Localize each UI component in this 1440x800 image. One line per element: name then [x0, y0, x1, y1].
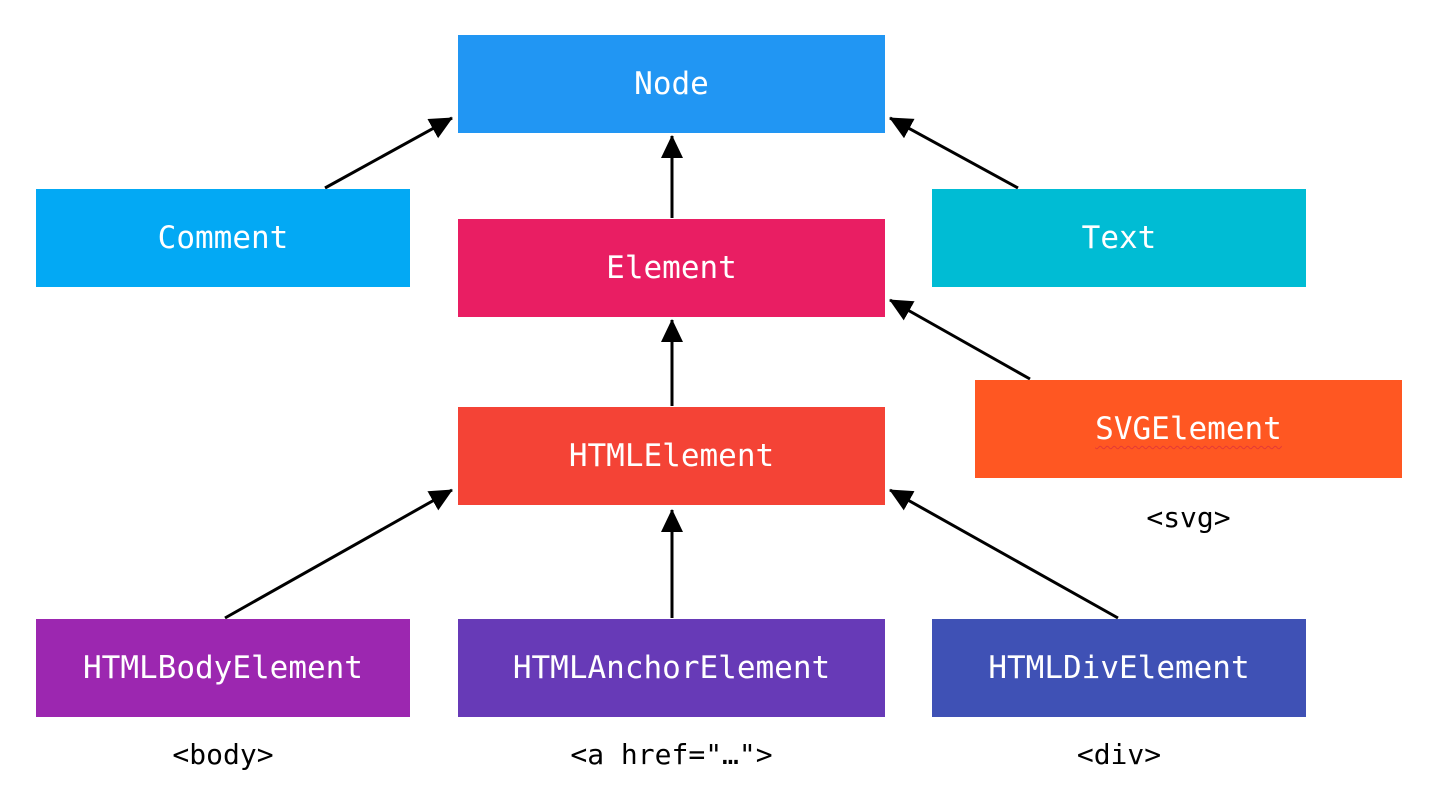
- text-box: Text: [932, 189, 1306, 287]
- element-label: Element: [606, 250, 737, 286]
- node-label: Node: [634, 66, 709, 102]
- div-tag: <div>: [1076, 738, 1162, 771]
- arrow-htmldivelement-to-htmlelement: [889, 488, 1119, 620]
- comment-label: Comment: [157, 220, 289, 256]
- element-box: Element: [458, 219, 885, 317]
- htmldivelement-label: HTMLDivElement: [988, 650, 1250, 686]
- htmlbodyelement-label: HTMLBodyElement: [83, 650, 363, 686]
- htmlanchorelement-box: HTMLAnchorElement: [458, 619, 885, 717]
- arrow-text-to-node: [889, 116, 1019, 190]
- htmlanchorelement-label: HTMLAnchorElement: [512, 650, 831, 686]
- node-box: Node: [458, 35, 885, 133]
- comment-box: Comment: [36, 189, 410, 287]
- arrow-htmlbodyelement-to-htmlelement: [224, 488, 453, 620]
- arrow-comment-to-node: [324, 116, 453, 190]
- body-tag: <body>: [172, 738, 274, 771]
- anchor-tag: <a href="…">: [570, 738, 773, 771]
- htmlbodyelement-box: HTMLBodyElement: [36, 619, 410, 717]
- htmlelement-box: HTMLElement: [458, 407, 885, 505]
- arrow-svgelement-to-element: [889, 298, 1031, 381]
- svg-tag: <svg>: [1146, 501, 1231, 534]
- text-label: Text: [1081, 220, 1157, 256]
- svgelement-label: SVGElement: [1095, 411, 1282, 447]
- svgelement-box: SVGElement: [975, 380, 1402, 478]
- htmldivelement-box: HTMLDivElement: [932, 619, 1306, 717]
- htmlelement-label: HTMLElement: [568, 438, 775, 474]
